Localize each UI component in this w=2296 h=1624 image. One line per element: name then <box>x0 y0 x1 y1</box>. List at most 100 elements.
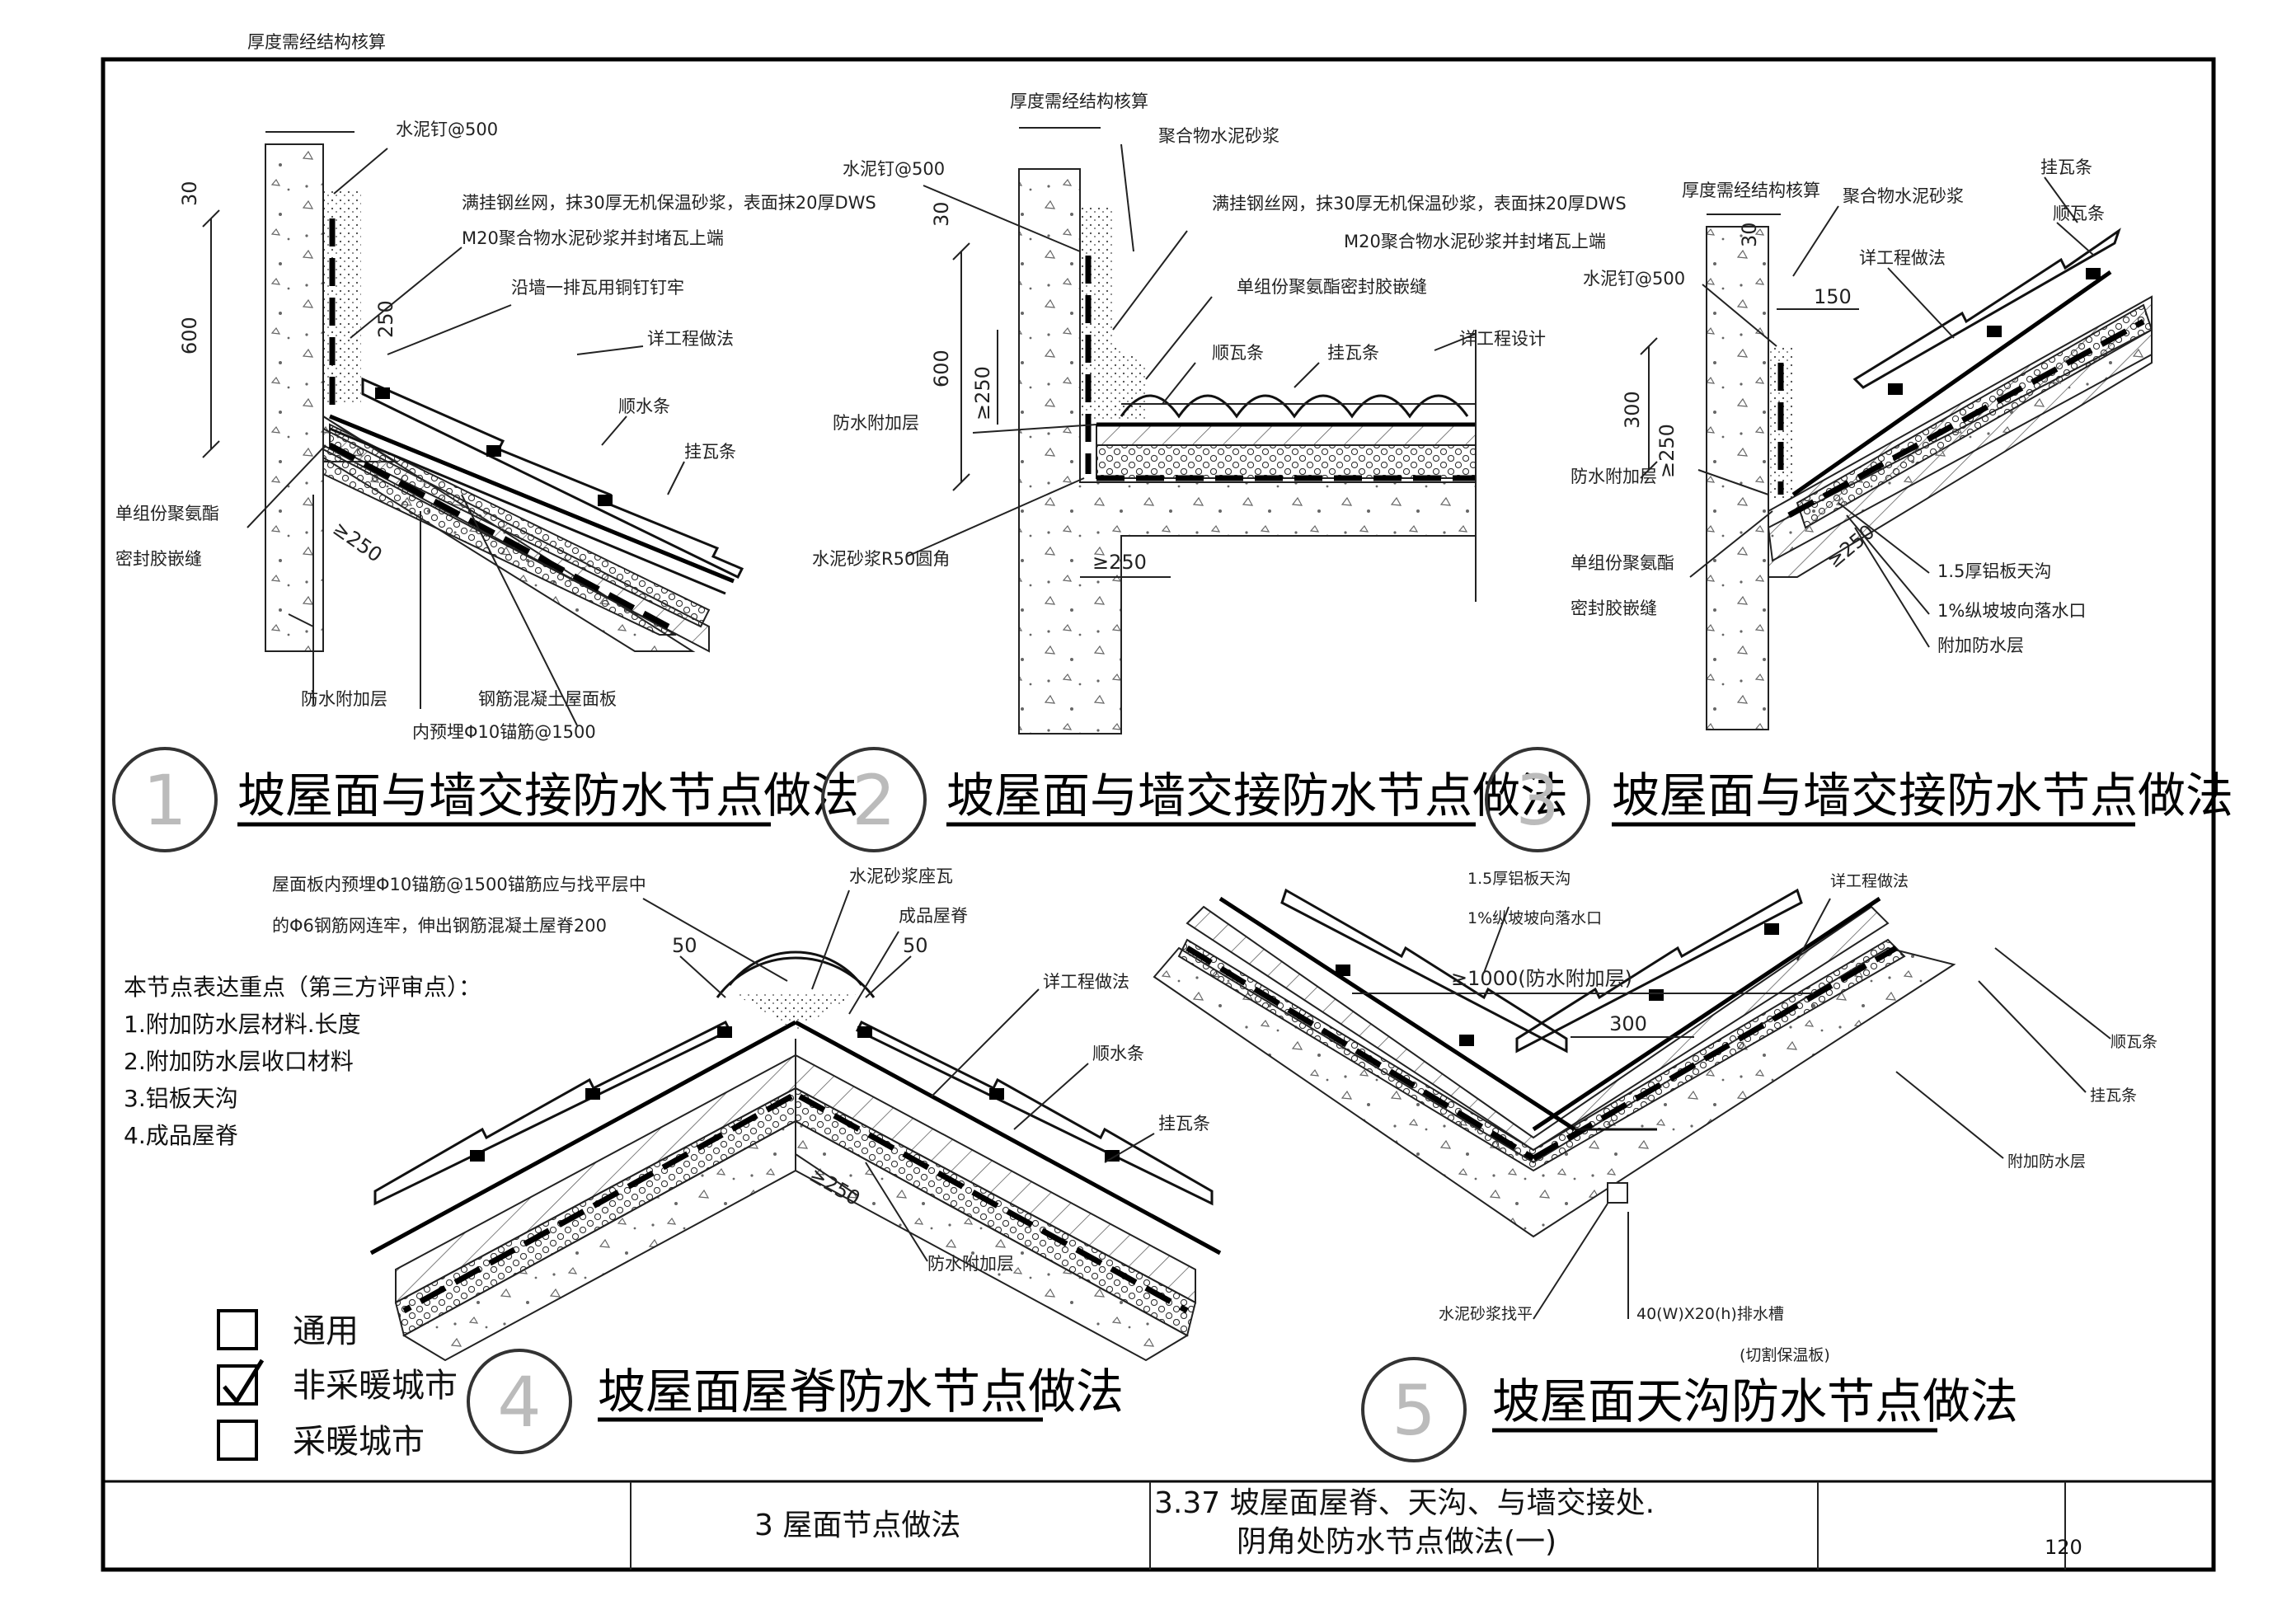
d4-label-0: 屋面板内预埋Φ10锚筋@1500锚筋应与找平层中 <box>272 875 646 894</box>
d1-label-4: 沿墙一排瓦用铜钉钉牢 <box>511 278 684 298</box>
d1-dim-30: 30 <box>178 181 201 206</box>
tb-page-number: 120 <box>2045 1536 2082 1559</box>
d5-title: 坡屋面天沟防水节点做法 <box>1492 1373 2018 1429</box>
notes-item-3: 3.铝板天沟 <box>124 1085 238 1112</box>
d4-label-4: 详工程做法 <box>1043 972 1129 992</box>
d3-label-1: 聚合物水泥砂浆 <box>1843 186 1964 206</box>
d3-number: 3 <box>1515 760 1559 841</box>
d1-title: 坡屋面与墙交接防水节点做法 <box>237 767 859 824</box>
notes-item-4: 4.成品屋脊 <box>124 1122 238 1149</box>
detail-1: 600 30 250 ≥250 厚度需经结构核算 水泥钉@500 满挂钢丝网，抹… <box>112 32 876 852</box>
d1-label-8: 单组份聚氨酯 <box>115 504 219 523</box>
d1-label-1: 水泥钉@500 <box>396 120 498 139</box>
d2-dim-600: 600 <box>930 350 953 387</box>
detail-4: 50 50 ≥250 屋面板内预埋Φ10锚筋@1500锚筋应与找平层中 的Φ6钢… <box>272 866 1222 1454</box>
d3-dim-150: 150 <box>1814 285 1852 308</box>
d2-number-circle <box>821 747 927 852</box>
d2-label-5: 单组份聚氨酯密封胶嵌缝 <box>1237 277 1427 297</box>
d3-label-11: 附加防水层 <box>1937 636 2024 655</box>
d2-label-2: 水泥钉@500 <box>843 159 945 179</box>
check-mark-icon <box>223 1359 265 1406</box>
d4-label-1: 的Φ6钢筋网连牢，伸出钢筋混凝土屋脊200 <box>272 916 607 936</box>
d2-label-0: 厚度需经结构核算 <box>1010 92 1148 111</box>
applicability-legend: 通用 非采暖城市 采暖城市 <box>217 1309 458 1461</box>
d4-label-7: 防水附加层 <box>927 1254 1014 1274</box>
d2-label-10: 水泥砂浆R50圆角 <box>812 549 950 569</box>
d5-label-1: 1%纵坡坡向落水口 <box>1467 909 1602 927</box>
review-notes: 本节点表达重点（第三方评审点）： 1.附加防水层材料.长度 2.附加防水层收口材… <box>124 974 481 1149</box>
d3-label-10: 1%纵坡坡向落水口 <box>1937 601 2086 621</box>
legend-label-general: 通用 <box>293 1312 359 1350</box>
d1-label-9: 密封胶嵌缝 <box>115 549 202 569</box>
d5-label-10: (切割保温板) <box>1740 1346 1830 1364</box>
d4-dim-50a: 50 <box>672 934 697 957</box>
tb-title-line2: 阴角处防水节点做法(一) <box>1237 1525 1556 1559</box>
d5-dim-1000: ≥1000(防水附加层) <box>1451 967 1632 990</box>
d3-label-0: 厚度需经结构核算 <box>1682 181 1820 200</box>
d4-label-3: 成品屋脊 <box>899 906 968 926</box>
d1-dim-ge250: ≥250 <box>329 517 387 567</box>
d3-title: 坡屋面与墙交接防水节点做法 <box>1612 767 2233 824</box>
d4-label-5: 顺水条 <box>1092 1044 1144 1063</box>
d1-label-0: 厚度需经结构核算 <box>247 32 386 52</box>
d5-label-5: 顺瓦条 <box>2111 1033 2157 1051</box>
d1-label-11: 钢筋混凝土屋面板 <box>478 689 617 709</box>
d3-dim-30: 30 <box>1738 222 1761 247</box>
d3-label-6: 防水附加层 <box>1571 467 1657 486</box>
d5-label-8: 水泥砂浆找平 <box>1439 1305 1533 1323</box>
d1-dim-250: 250 <box>374 300 397 338</box>
d1-label-3: M20聚合物水泥砂浆并封堵瓦上端 <box>462 228 724 248</box>
d1-number-circle <box>112 747 218 852</box>
d4-dim-50b: 50 <box>903 934 928 957</box>
d4-label-2: 水泥砂浆座瓦 <box>849 866 953 886</box>
d5-dim-300: 300 <box>1609 1012 1647 1035</box>
d2-label-9: 防水附加层 <box>833 413 919 433</box>
d2-dim-ge250b: ≥250 <box>1092 551 1147 574</box>
d5-label-0: 1.5厚铝板天沟 <box>1467 870 1571 888</box>
title-block: 3 屋面节点做法 3.37 坡屋面屋脊、天沟、与墙交接处. 阴角处防水节点做法(… <box>754 1486 2082 1559</box>
d2-title: 坡屋面与墙交接防水节点做法 <box>946 767 1568 824</box>
d1-label-12: 内预埋Φ10锚筋@1500 <box>412 722 596 742</box>
d5-label-7: 附加防水层 <box>2007 1152 2086 1171</box>
legend-label-heating: 采暖城市 <box>293 1423 425 1461</box>
tb-section: 3 屋面节点做法 <box>754 1509 960 1542</box>
d3-label-9: 1.5厚铝板天沟 <box>1937 561 2051 581</box>
d1-dim-600: 600 <box>178 317 201 354</box>
d5-label-2: 详工程做法 <box>1830 872 1909 890</box>
d3-label-7: 单组份聚氨酯 <box>1571 553 1674 573</box>
d4-number-circle <box>467 1349 572 1454</box>
notes-item-1: 1.附加防水层材料.长度 <box>124 1011 361 1038</box>
legend-checkbox-general[interactable] <box>217 1309 258 1350</box>
d3-dim-300: 300 <box>1621 391 1644 429</box>
notes-item-2: 2.附加防水层收口材料 <box>124 1048 354 1075</box>
tb-title-line1: 3.37 坡屋面屋脊、天沟、与墙交接处. <box>1154 1486 1655 1520</box>
detail-3: 300 ≥250 30 150 ≥250 厚度需经结构核算 聚合物水泥砂浆 挂瓦… <box>1485 157 2233 852</box>
d2-label-7: 顺瓦条 <box>1212 343 1264 363</box>
notes-heading: 本节点表达重点（第三方评审点）： <box>124 974 481 1001</box>
legend-checkbox-heating[interactable] <box>217 1420 258 1461</box>
d3-number-circle <box>1485 747 1590 852</box>
d1-label-7: 挂瓦条 <box>684 442 736 462</box>
d3-label-4: 详工程做法 <box>1859 248 1946 268</box>
d5-number: 5 <box>1392 1370 1435 1451</box>
d2-dim-30: 30 <box>930 201 953 227</box>
d2-dim-ge250a: ≥250 <box>971 366 994 420</box>
legend-label-non-heating: 非采暖城市 <box>293 1367 458 1405</box>
d4-title: 坡屋面屋脊防水节点做法 <box>598 1364 1124 1420</box>
d1-label-2: 满挂钢丝网，抹30厚无机保温砂浆，表面抹20厚DWS <box>462 193 876 213</box>
outer-frame <box>101 57 2216 1572</box>
d4-label-6: 挂瓦条 <box>1158 1114 1210 1134</box>
detail-2: 600 30 ≥250 ≥250 厚度需经结构核算 聚合物水泥砂浆 水泥钉@50… <box>812 92 1627 852</box>
d2-label-6: 详工程设计 <box>1459 329 1546 349</box>
d3-label-8: 密封胶嵌缝 <box>1571 598 1657 618</box>
d2-label-8: 挂瓦条 <box>1327 343 1379 363</box>
d3-label-2: 挂瓦条 <box>2040 157 2092 177</box>
d1-label-10: 防水附加层 <box>301 689 387 709</box>
d2-label-4: M20聚合物水泥砂浆并封堵瓦上端 <box>1344 232 1606 251</box>
d5-label-9: 40(W)X20(h)排水槽 <box>1636 1305 1784 1323</box>
d4-number: 4 <box>497 1362 541 1443</box>
d3-dim-ge250a: ≥250 <box>1655 424 1679 478</box>
d5-label-6: 挂瓦条 <box>2090 1087 2137 1105</box>
detail-5: ≥1000(防水附加层) 300 1.5厚铝板天沟 1%纵坡坡向落水口 详工程做… <box>1153 870 2157 1462</box>
